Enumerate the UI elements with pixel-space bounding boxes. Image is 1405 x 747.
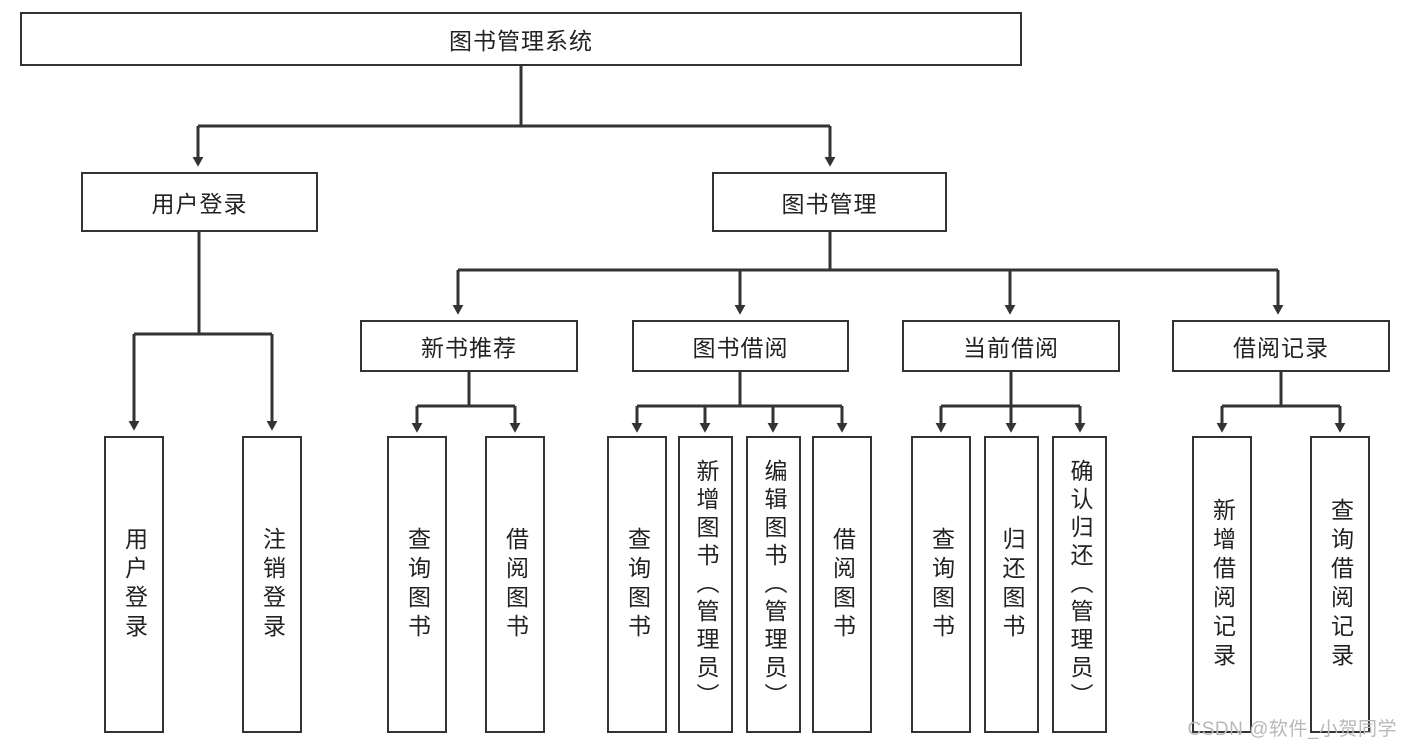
node-label: 用户登录 — [151, 191, 248, 217]
node-current-borrow[interactable]: 当前借阅 — [902, 320, 1120, 372]
leaf-borrow-add-book-admin[interactable]: 新增图书（管理员） — [678, 436, 733, 733]
leaf-recommend-borrow-book[interactable]: 借阅图书 — [485, 436, 545, 733]
node-label: 当前借阅 — [963, 335, 1059, 361]
node-label: 新增图书（管理员） — [693, 458, 719, 711]
node-label: 图书管理系统 — [449, 28, 593, 54]
node-book-management[interactable]: 图书管理 — [712, 172, 947, 232]
node-label: 新增借阅记录 — [1209, 497, 1236, 672]
node-user-login[interactable]: 用户登录 — [81, 172, 318, 232]
node-book-borrow[interactable]: 图书借阅 — [632, 320, 849, 372]
node-label: 归还图书 — [999, 526, 1025, 643]
leaf-user-login-signin[interactable]: 用户登录 — [104, 436, 164, 733]
leaf-current-query-book[interactable]: 查询图书 — [911, 436, 971, 733]
node-label: 查询图书 — [404, 526, 431, 643]
leaf-current-confirm-return-admin[interactable]: 确认归还（管理员） — [1052, 436, 1107, 733]
node-borrow-record[interactable]: 借阅记录 — [1172, 320, 1390, 372]
node-label: 用户登录 — [121, 526, 148, 643]
node-label: 查询图书 — [624, 526, 651, 643]
leaf-borrow-edit-book-admin[interactable]: 编辑图书（管理员） — [746, 436, 801, 733]
node-label: 借阅图书 — [829, 526, 856, 643]
node-label: 查询借阅记录 — [1327, 497, 1354, 672]
node-label: 借阅记录 — [1233, 335, 1329, 361]
node-root-book-management-system[interactable]: 图书管理系统 — [20, 12, 1022, 66]
leaf-borrow-query-book[interactable]: 查询图书 — [607, 436, 667, 733]
leaf-current-return-book[interactable]: 归还图书 — [984, 436, 1039, 733]
node-new-book-recommend[interactable]: 新书推荐 — [360, 320, 578, 372]
node-label: 确认归还（管理员） — [1067, 458, 1093, 711]
node-label: 借阅图书 — [502, 526, 529, 643]
leaf-user-login-signout[interactable]: 注销登录 — [242, 436, 302, 733]
node-label: 图书借阅 — [692, 335, 789, 361]
node-label: 查询图书 — [928, 526, 955, 643]
leaf-borrow-borrow-book[interactable]: 借阅图书 — [812, 436, 872, 733]
node-label: 编辑图书（管理员） — [761, 458, 787, 711]
watermark: CSDN @软件_小贺同学 — [1187, 719, 1397, 740]
node-label: 注销登录 — [259, 526, 286, 643]
leaf-record-query-borrow-record[interactable]: 查询借阅记录 — [1310, 436, 1370, 733]
leaf-record-add-borrow-record[interactable]: 新增借阅记录 — [1192, 436, 1252, 733]
node-label: 新书推荐 — [421, 335, 517, 361]
node-label: 图书管理 — [781, 191, 878, 217]
leaf-recommend-query-book[interactable]: 查询图书 — [387, 436, 447, 733]
